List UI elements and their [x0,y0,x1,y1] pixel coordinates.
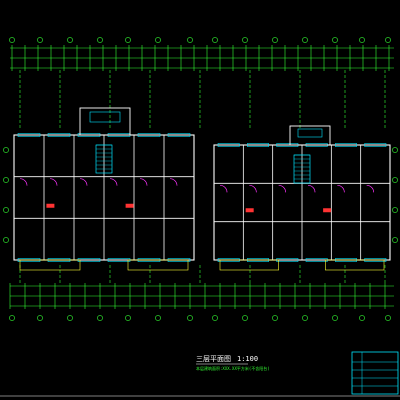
door-swing [79,178,88,186]
window [335,143,357,147]
axis-bubble [3,147,9,153]
bay-window [89,111,121,123]
door-swing [49,178,58,186]
window [17,133,41,137]
title-block [196,351,399,395]
axis-bubble [272,315,278,321]
axis-bubble [155,315,161,321]
door-swing [337,184,345,193]
axis-bubble [67,37,73,43]
door-swing [169,178,178,186]
axis-bubble [155,37,161,43]
window [247,143,269,147]
top-dimension-lines [9,37,394,130]
axis-bubble [212,37,218,43]
bay-window [297,128,323,138]
axis-bubble [392,207,398,213]
axis-bubble [125,315,131,321]
right-residential-unit [213,125,398,271]
window [47,133,71,137]
window [217,143,240,147]
axis-bubble [332,315,338,321]
axis-bubble [332,37,338,43]
axis-bubble [385,315,391,321]
door-swing [19,178,28,186]
projecting-bay [79,107,131,136]
balcony [19,259,81,271]
axis-bubble [359,315,365,321]
plan-title: 三层平面图 1:100 [196,355,258,363]
axis-bubble [3,207,9,213]
accent-marker [323,208,332,213]
door-swing [139,178,148,186]
axis-bubble [242,37,248,43]
axis-bubble [37,315,43,321]
axis-bubble [3,237,9,243]
window [167,133,191,137]
axis-bubble [302,315,308,321]
balcony [127,259,189,271]
axis-bubble [97,37,103,43]
window [364,143,387,147]
balcony [325,259,385,271]
door-swing [249,184,257,193]
axis-bubble [9,315,15,321]
projecting-bay [289,125,331,146]
axis-bubble [242,315,248,321]
door-swing [307,184,316,193]
accent-marker [245,208,254,213]
plan-area-note: 本层建筑面积:XXX.XX平方米(不含阳台) [196,366,270,371]
door-swing [278,184,287,193]
plan-scale: 1:100 [237,355,259,363]
left-residential-unit [3,107,195,271]
axis-bubble [37,37,43,43]
door-swing [109,178,118,186]
bottom-dimension-lines [9,265,394,321]
window [137,133,161,137]
axis-bubble [187,315,193,321]
axis-bubble [392,237,398,243]
axis-bubble [97,315,103,321]
door-swing [219,184,228,193]
axis-bubble [392,177,398,183]
accent-marker [125,203,134,208]
axis-bubble [272,37,278,43]
door-swing [366,184,375,193]
axis-bubble [125,37,131,43]
axis-bubble [392,147,398,153]
axis-bubble [67,315,73,321]
axis-bubble [385,37,391,43]
axis-bubble [212,315,218,321]
axis-bubble [9,37,15,43]
accent-marker [46,203,55,208]
axis-bubble [302,37,308,43]
axis-bubble [187,37,193,43]
axis-bubble [3,177,9,183]
axis-bubble [359,37,365,43]
balcony [219,259,279,271]
plan-title-text: 三层平面图 [196,355,231,363]
